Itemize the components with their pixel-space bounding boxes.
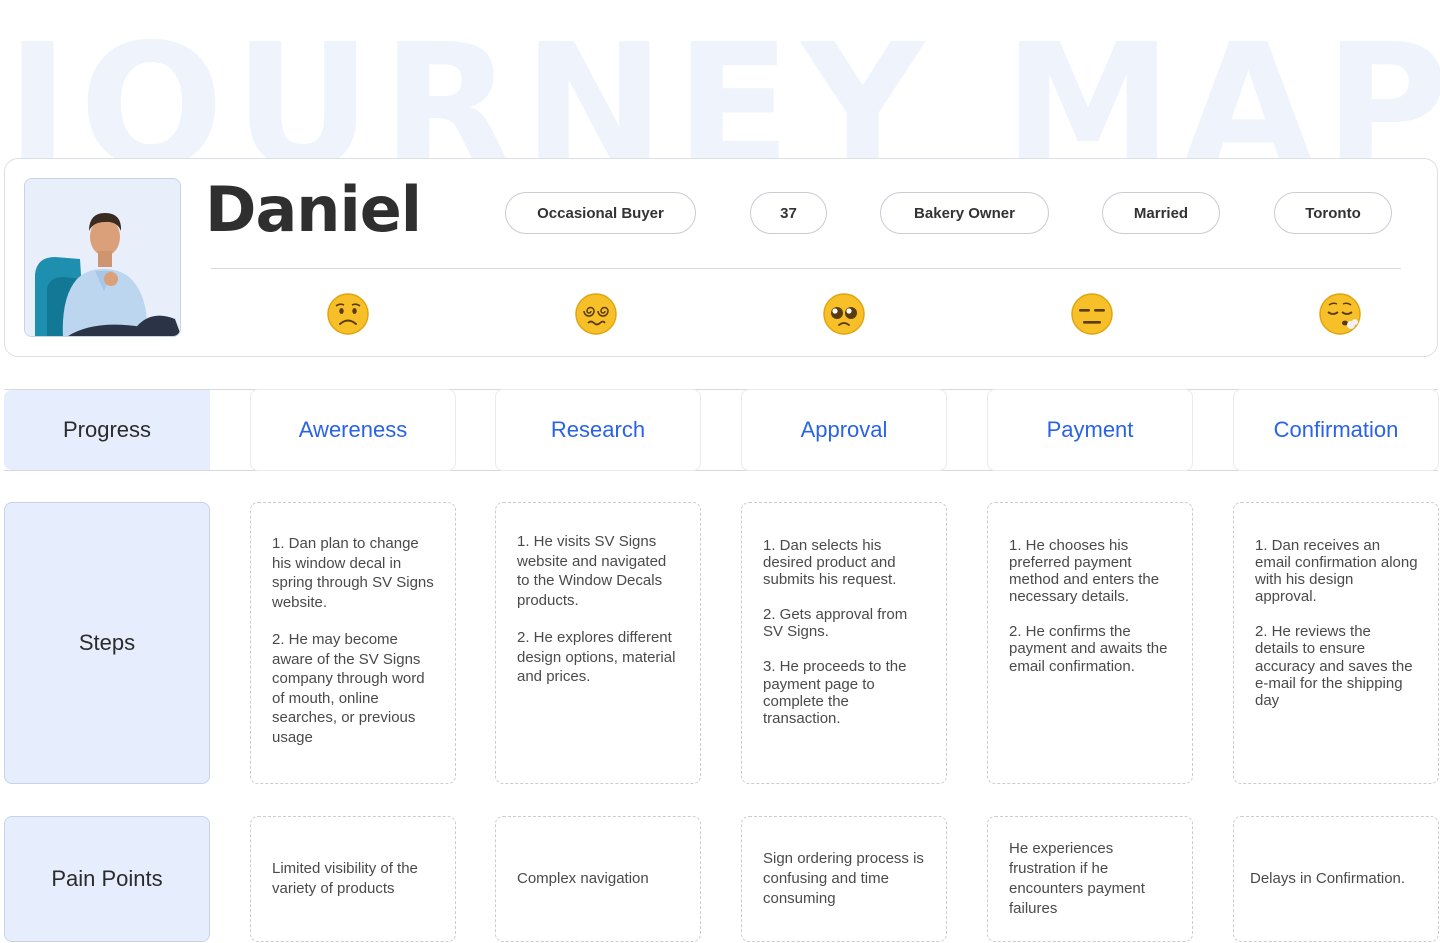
step-text: 2. He explores different design options,… [517, 628, 680, 687]
attribute-age: 37 [750, 192, 827, 234]
progress-row-label: Progress [4, 390, 210, 470]
step-text: 2. He reviews the details to ensure accu… [1255, 623, 1418, 708]
attribute-marital-status: Married [1102, 192, 1220, 234]
steps-cell-approval: 1. Dan selects his desired product and s… [741, 502, 947, 784]
attribute-buyer-type: Occasional Buyer [505, 192, 696, 234]
pain-point-text: Sign ordering process is confusing and t… [763, 849, 926, 909]
steps-cell-research: 1. He visits SV Signs website and naviga… [495, 502, 701, 784]
step-text: 3. He proceeds to the payment page to co… [763, 658, 926, 726]
stage-research: Research [495, 389, 701, 471]
step-text: 1. Dan plan to change his window decal i… [272, 534, 435, 612]
pain-point-approval: Sign ordering process is confusing and t… [741, 816, 947, 942]
pleading-face-icon [822, 292, 866, 336]
step-text: 1. Dan selects his desired product and s… [763, 537, 926, 588]
persona-photo [24, 178, 181, 337]
stage-confirmation: Confirmation [1233, 389, 1439, 471]
step-text: 2. He may become aware of the SV Signs c… [272, 630, 435, 747]
pain-point-text: He experiences frustration if he encount… [1009, 839, 1172, 919]
step-text: 1. He chooses his preferred payment meth… [1009, 537, 1172, 605]
pain-point-text: Complex navigation [517, 869, 649, 889]
persona-card: Daniel Occasional Buyer 37 Bakery Owner … [4, 158, 1438, 357]
face-with-spiral-eyes-icon [574, 292, 618, 336]
step-text: 1. He visits SV Signs website and naviga… [517, 532, 680, 610]
worried-face-icon [326, 292, 370, 336]
attribute-location: Toronto [1274, 192, 1392, 234]
attribute-occupation: Bakery Owner [880, 192, 1049, 234]
pain-point-research: Complex navigation [495, 816, 701, 942]
step-text: 2. He confirms the payment and awaits th… [1009, 623, 1172, 674]
steps-row-label: Steps [4, 502, 210, 784]
step-text: 1. Dan receives an email confirmation al… [1255, 537, 1418, 605]
stage-awareness: Awereness [250, 389, 456, 471]
expressionless-face-icon [1070, 292, 1114, 336]
stage-payment: Payment [987, 389, 1193, 471]
steps-cell-confirmation: 1. Dan receives an email confirmation al… [1233, 502, 1439, 784]
pain-point-confirmation: Delays in Confirmation. [1233, 816, 1439, 942]
card-divider [211, 268, 1401, 269]
face-exhaling-icon [1318, 292, 1362, 336]
pain-point-awareness: Limited visibility of the variety of pro… [250, 816, 456, 942]
steps-cell-payment: 1. He chooses his preferred payment meth… [987, 502, 1193, 784]
progress-row [4, 389, 1438, 471]
pain-point-payment: He experiences frustration if he encount… [987, 816, 1193, 942]
pain-point-text: Delays in Confirmation. [1250, 869, 1405, 889]
step-text: 2. Gets approval from SV Signs. [763, 606, 926, 640]
pain-points-row-label: Pain Points [4, 816, 210, 942]
person-illustration [25, 179, 181, 337]
stage-approval: Approval [741, 389, 947, 471]
steps-cell-awareness: 1. Dan plan to change his window decal i… [250, 502, 456, 784]
pain-point-text: Limited visibility of the variety of pro… [272, 859, 435, 899]
persona-name: Daniel [205, 173, 421, 246]
